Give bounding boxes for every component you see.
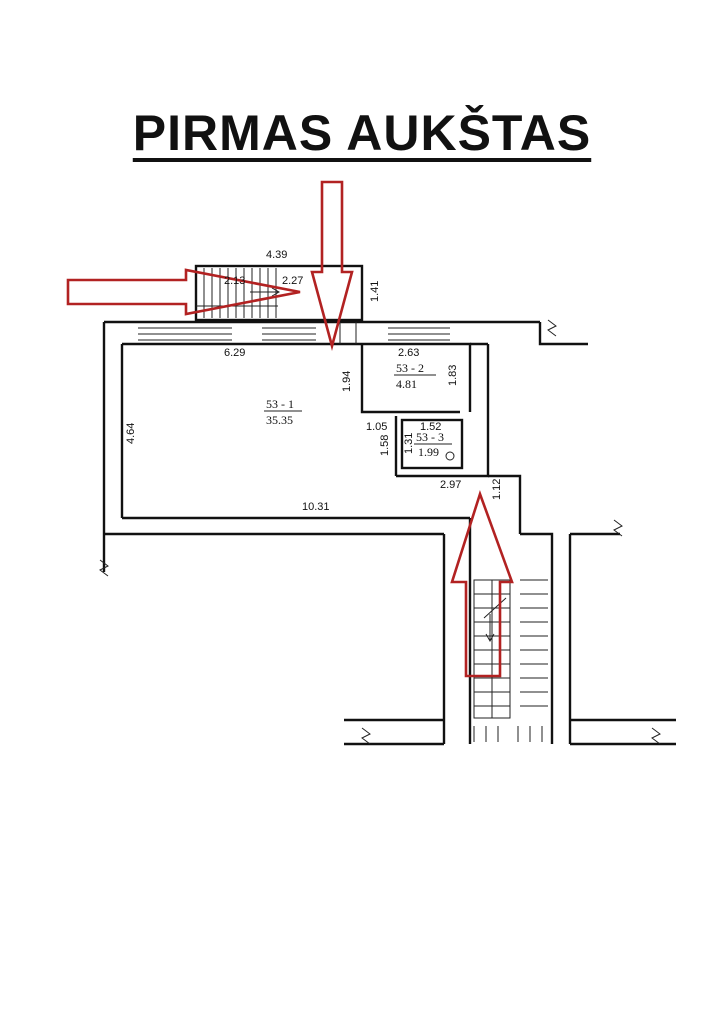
stairwell-right-wall — [520, 532, 554, 744]
corridor-right-wall — [488, 474, 522, 534]
dim-room1-width: 6.29 — [224, 347, 245, 359]
room3-id: 53 - 3 — [416, 430, 444, 444]
annex-outline — [194, 264, 364, 322]
page-title: PIRMAS AUKŠTAS — [0, 104, 724, 162]
dim-stair-a: 2.13 — [224, 275, 245, 287]
break-markers — [99, 319, 661, 745]
dim-room2-width: 2.63 — [398, 347, 419, 359]
left-entrance-arrow — [66, 268, 301, 316]
dim-top-width: 4.39 — [266, 249, 287, 261]
room3-area: 1.99 — [418, 445, 439, 459]
stairwell-treads — [473, 579, 548, 742]
dim-corridor-width: 2.97 — [440, 479, 461, 491]
dim-room1-bottom: 10.31 — [302, 501, 330, 513]
room2-id: 53 - 2 — [396, 361, 424, 375]
room2-area: 4.81 — [396, 377, 417, 391]
dim-stair-depth: 1.41 — [369, 281, 381, 302]
walls — [102, 320, 676, 746]
dim-room1-side: 1.94 — [341, 371, 353, 392]
stairwell-entrance-arrow — [450, 489, 514, 678]
top-right-wall — [538, 322, 588, 346]
dim-corridor-depth: 1.12 — [491, 479, 503, 500]
dim-notch-depth: 1.58 — [379, 435, 391, 456]
title-text: PIRMAS AUKŠTAS — [132, 105, 592, 161]
room1-area: 35.35 — [266, 413, 293, 427]
room1-id: 53 - 1 — [266, 397, 294, 411]
dimension-labels: 4.39 2.13 2.27 1.41 6.29 4.64 10.31 1.94… — [125, 249, 503, 513]
top-entrance-arrow — [310, 180, 354, 351]
dim-room3-depth: 1.31 — [403, 433, 415, 454]
dim-notch-width: 1.05 — [366, 421, 387, 433]
room3-box — [400, 418, 464, 470]
windows — [138, 322, 450, 344]
room2-left-wall — [360, 344, 460, 414]
dim-room1-depth: 4.64 — [125, 423, 137, 444]
room-labels: 53 - 1 35.35 53 - 2 4.81 53 - 3 1.99 — [264, 361, 452, 459]
dim-room2-depth: 1.83 — [447, 365, 459, 386]
entrance-arrows — [66, 180, 514, 678]
dim-room3-width: 1.52 — [420, 421, 441, 433]
entry-stair-annex — [194, 264, 364, 322]
dim-stair-b: 2.27 — [282, 275, 303, 287]
